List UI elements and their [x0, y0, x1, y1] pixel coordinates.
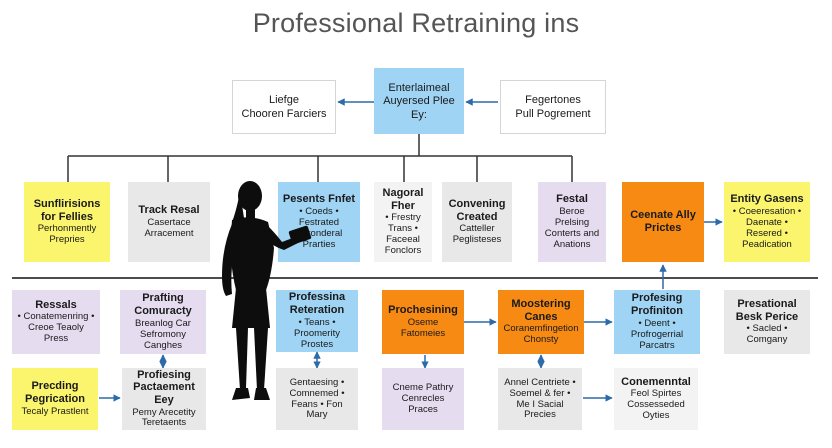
row3-node-1: Precding Pegrication Tecaly Prastlent — [12, 368, 98, 430]
row3-node-6: Conemenntal Feol Spirtes Cossesseded Oyt… — [614, 368, 698, 430]
row3-node-2: Profiesing Pactaement Eey Pemy Arecetity… — [122, 368, 206, 430]
row1-node-8: Entity Gasens • Coeeresation • Daenate •… — [724, 182, 810, 262]
row2-node-1: Ressals • Conatemenring • Creoe Teaoly P… — [12, 290, 100, 354]
person-silhouette-icon — [222, 181, 312, 400]
row1-node-2: Track Resal Casertace Arracement — [128, 182, 210, 262]
row1-node-3: Pesents Fnfet • Coeds • Festrated Surond… — [278, 182, 360, 262]
row3-node-3: Gentaesing • Comnemed • Feans • Fon Mary — [276, 368, 358, 430]
top-center-node: Enterlaimeal Auyersed Plee Ey: — [374, 68, 464, 134]
page-title: Professional Retraining ins — [252, 8, 580, 38]
row2-node-7: Presational Besk Perice • Sacled • Comga… — [724, 290, 810, 354]
row1-node-7: Ceenate Ally Prictes — [622, 182, 704, 262]
row2-node-4: Prochesining Oseme Fatomeies — [382, 290, 464, 354]
row1-node-1: Sunflirisions for Fellies Perhonmently P… — [24, 182, 110, 262]
row3-node-4: Cneme Pathry Cenrecles Praces — [382, 368, 464, 430]
row1-node-4: Nagoral Fher • Frestry Trans • Faceeal F… — [374, 182, 432, 262]
row2-node-2: Prafting Comuracty Breanlog Car Sefromon… — [120, 290, 206, 354]
top-right-node: Fegertones Pull Pogrement — [500, 80, 606, 134]
row3-node-5: Annel Centriete • Soemel & fer • Me I Sa… — [498, 368, 582, 430]
row2-node-5: Moostering Canes Coranemfingetion Chonst… — [498, 290, 584, 354]
top-left-node: Liefge Chooren Farciers — [232, 80, 336, 134]
row2-node-3: Professina Reteration • Teans • Proomeri… — [276, 290, 358, 352]
row1-node-5: Convening Created Catteller Peglisteses — [442, 182, 512, 262]
row1-node-6: Festal Beroe Prelsing Conterts and Anati… — [538, 182, 606, 262]
row2-node-6: Profesing Profiniton • Deent • Profroger… — [614, 290, 700, 354]
